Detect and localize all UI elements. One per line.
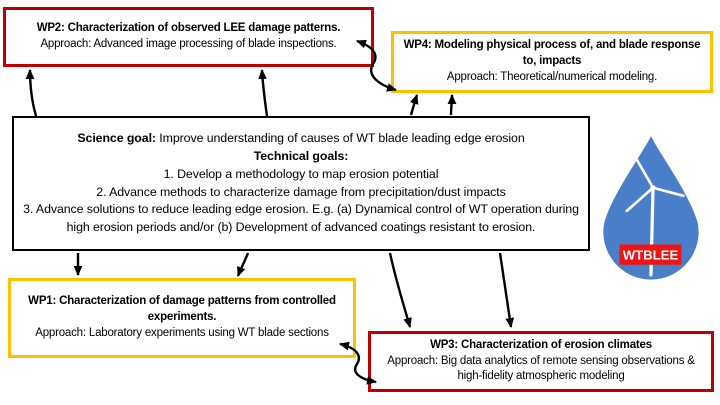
arrow-science-to-wp2-left — [25, 69, 38, 117]
arrow-science-to-wp2-right — [258, 69, 269, 117]
technical-goals-heading: Technical goals: — [253, 148, 349, 163]
arrow-science-to-wp3-left — [388, 252, 412, 328]
wp3-title: WP3: Characterization of erosion climate… — [430, 338, 652, 351]
wp3-box: WP3: Characterization of erosion climate… — [368, 331, 714, 392]
science-goal-line: Science goal: Improve understanding of c… — [22, 130, 580, 148]
logo-label-text: WTBLEE — [623, 248, 679, 263]
turbine-hub — [650, 185, 656, 191]
logo-label-background — [619, 244, 682, 265]
wp1-box: WP1: Characterization of damage patterns… — [8, 278, 356, 358]
wp1-title: WP1: Characterization of damage patterns… — [28, 295, 336, 324]
arrow-science-to-wp4-left — [409, 94, 419, 116]
technical-goal-1: 1. Develop a methodology to map erosion … — [163, 166, 439, 181]
arrow-science-to-wp1-right — [236, 252, 250, 277]
wp4-box: WP4: Modeling physical process of, and b… — [391, 31, 713, 93]
arrow-science-to-wp3-right — [498, 252, 515, 328]
wp4-title: WP4: Modeling physical process of, and b… — [403, 39, 701, 68]
science-goal-box: Science goal: Improve understanding of c… — [12, 116, 590, 251]
arrow-science-to-wp4-right — [447, 94, 457, 116]
wp2-title: WP2: Characterization of observed LEE da… — [36, 22, 341, 35]
wtblee-logo: WTBLEE — [597, 133, 709, 285]
wp2-approach: Approach: Advanced image processing of b… — [40, 38, 337, 50]
science-goal-label: Science goal: — [77, 130, 156, 145]
science-goal-text: Improve understanding of causes of WT bl… — [155, 130, 525, 145]
wp1-approach: Approach: Laboratory experiments using W… — [35, 326, 329, 339]
technical-goal-2: 2. Advance methods to characterize damag… — [96, 184, 506, 199]
technical-goal-3: 3. Advance solutions to reduce leading e… — [23, 202, 579, 235]
wp4-approach: Approach: Theoretical/numerical modeling… — [446, 70, 658, 83]
wp2-box: WP2: Characterization of observed LEE da… — [3, 7, 374, 67]
wp3-approach: Approach: Big data analytics of remote s… — [387, 354, 695, 383]
